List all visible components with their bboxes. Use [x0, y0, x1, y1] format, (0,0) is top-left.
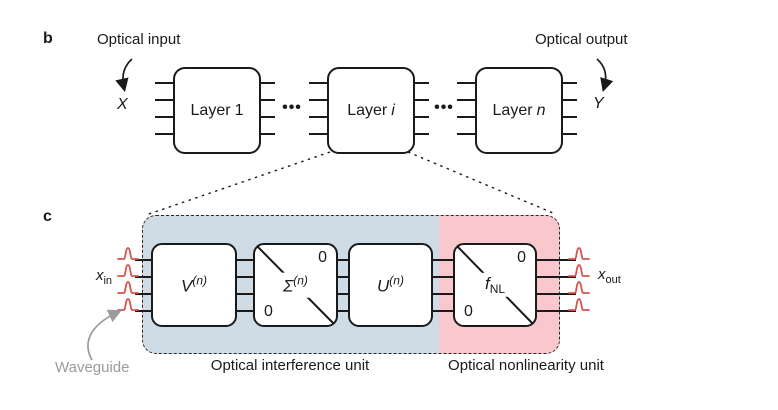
block-fnl-base: f — [484, 273, 490, 293]
pulse-icon — [117, 264, 139, 277]
block-sigma-superscript: (n) — [293, 273, 308, 288]
layer-index: n — [536, 101, 546, 119]
optical-output-caption: Optical output — [535, 31, 628, 48]
x-out-label: xout — [598, 266, 621, 286]
matrix-block-v: V(n) — [151, 243, 237, 327]
waveguide-stub-group — [457, 82, 475, 135]
block-v-base: V — [180, 276, 193, 296]
waveguide-stub-group — [537, 259, 576, 312]
pulse-icon — [568, 298, 590, 311]
waveguide-stub-group — [433, 259, 453, 312]
layer-n-box: Layer n — [475, 67, 563, 154]
pulse-icon — [568, 247, 590, 260]
waveguide-stub-group — [309, 82, 327, 135]
pulse-icon — [117, 298, 139, 311]
block-fnl-label: fNL — [480, 272, 510, 298]
panel-b-label: b — [43, 30, 53, 47]
x-out-subscript: out — [605, 274, 621, 286]
waveguide-stub-group — [237, 259, 253, 312]
zero-top-right: 0 — [318, 249, 327, 266]
nonlinearity-block-fnl: 0 0 fNL — [453, 243, 537, 327]
layer-index: i — [391, 101, 395, 119]
input-variable: X — [117, 96, 128, 113]
interference-unit-caption: Optical interference unit — [210, 357, 370, 374]
output-variable: Y — [593, 95, 604, 112]
zero-top-right: 0 — [517, 249, 526, 266]
waveguide-stub-group — [411, 82, 429, 135]
ellipsis-dots: ••• — [282, 99, 302, 116]
layer-1-box: Layer 1 — [173, 67, 261, 154]
x-in-base: x — [95, 267, 104, 284]
pulse-icon — [568, 264, 590, 277]
zoom-dash-right — [407, 151, 554, 214]
layer-label: Layer — [347, 101, 388, 119]
nonlinearity-unit-caption: Optical nonlinearity unit — [448, 357, 604, 374]
x-in-subscript: in — [103, 275, 112, 287]
zoom-dash-left — [145, 151, 331, 216]
x-in-label: xin — [70, 267, 112, 287]
waveguide-stub-group — [135, 259, 151, 312]
pulse-icon — [117, 247, 139, 260]
block-fnl-subscript: NL — [489, 282, 506, 297]
block-sigma-label: Σ(n) — [279, 272, 312, 298]
layer-label: Layer — [492, 101, 533, 119]
waveguide-stub-group — [257, 82, 275, 135]
optical-input-caption: Optical input — [97, 31, 181, 48]
matrix-block-sigma: 0 0 Σ(n) — [253, 243, 338, 327]
block-sigma-base: Σ — [283, 276, 294, 296]
zero-bottom-left: 0 — [264, 303, 273, 320]
input-arrow-icon — [115, 58, 133, 93]
block-v-label: V(n) — [176, 272, 212, 298]
zero-bottom-left: 0 — [464, 303, 473, 320]
waveguide-label: Waveguide — [55, 359, 130, 376]
block-u-base: U — [377, 276, 390, 296]
matrix-block-u: U(n) — [348, 243, 433, 327]
ellipsis-dots: ••• — [434, 99, 454, 116]
panel-c-label: c — [43, 208, 52, 225]
block-v-superscript: (n) — [192, 273, 208, 288]
layer-i-box: Layer i — [327, 67, 415, 154]
waveguide-stub-group — [155, 82, 173, 135]
waveguide-arrow-icon — [87, 309, 122, 361]
layer-index: 1 — [234, 101, 244, 119]
block-u-superscript: (n) — [389, 273, 404, 288]
output-arrow-icon — [596, 58, 614, 93]
pulse-icon — [568, 281, 590, 294]
waveguide-stub-group — [559, 82, 577, 135]
x-out-base: x — [598, 266, 606, 283]
pulse-icon — [117, 281, 139, 294]
block-u-label: U(n) — [373, 272, 408, 298]
layer-label: Layer — [190, 101, 231, 119]
waveguide-stub-group — [338, 259, 348, 312]
